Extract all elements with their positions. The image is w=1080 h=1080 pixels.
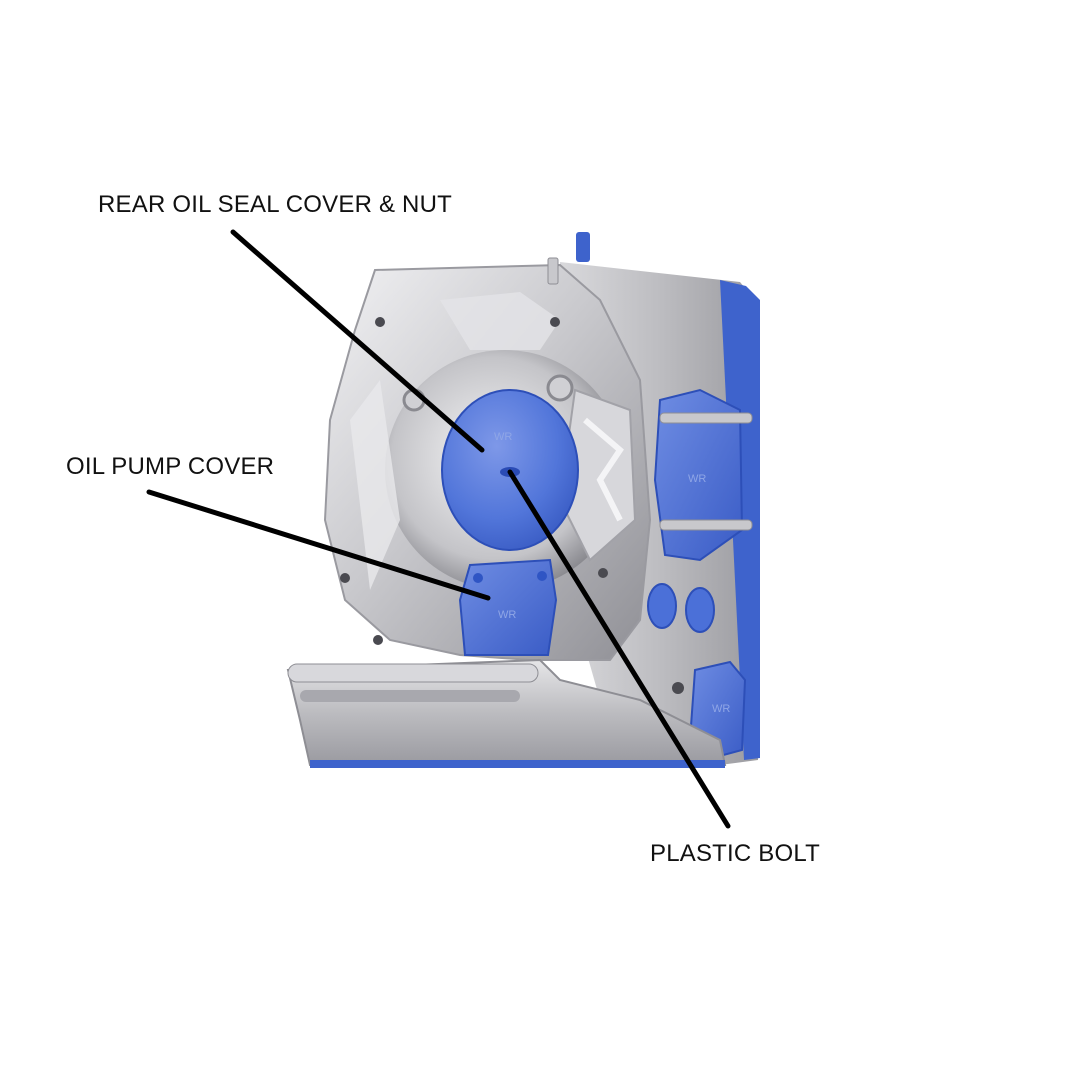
- top-stud: [547, 232, 590, 285]
- leader-line-rear-oil-seal: [230, 229, 485, 453]
- callout-oil-pump-cover: OIL PUMP COVER: [66, 453, 275, 480]
- lower-side-cover-mark: WR: [712, 703, 730, 715]
- side-cover-plate-mark: WR: [688, 473, 706, 485]
- rear-oil-seal-cover-mark: WR: [494, 431, 512, 443]
- port-plugs: [647, 583, 715, 633]
- leader-lines: [146, 229, 731, 829]
- leader-line-plastic-bolt: [507, 469, 731, 829]
- callout-rear-oil-seal-cover: REAR OIL SEAL COVER & NUT: [98, 191, 452, 218]
- callout-plastic-bolt: PLASTIC BOLT: [650, 840, 821, 867]
- oil-pump-cover: WR: [458, 558, 558, 656]
- oil-pan: [286, 658, 727, 768]
- leader-line-oil-pump: [146, 489, 491, 601]
- side-cover-plate: WR: [653, 388, 753, 562]
- oil-pump-cover-mark: WR: [498, 609, 516, 621]
